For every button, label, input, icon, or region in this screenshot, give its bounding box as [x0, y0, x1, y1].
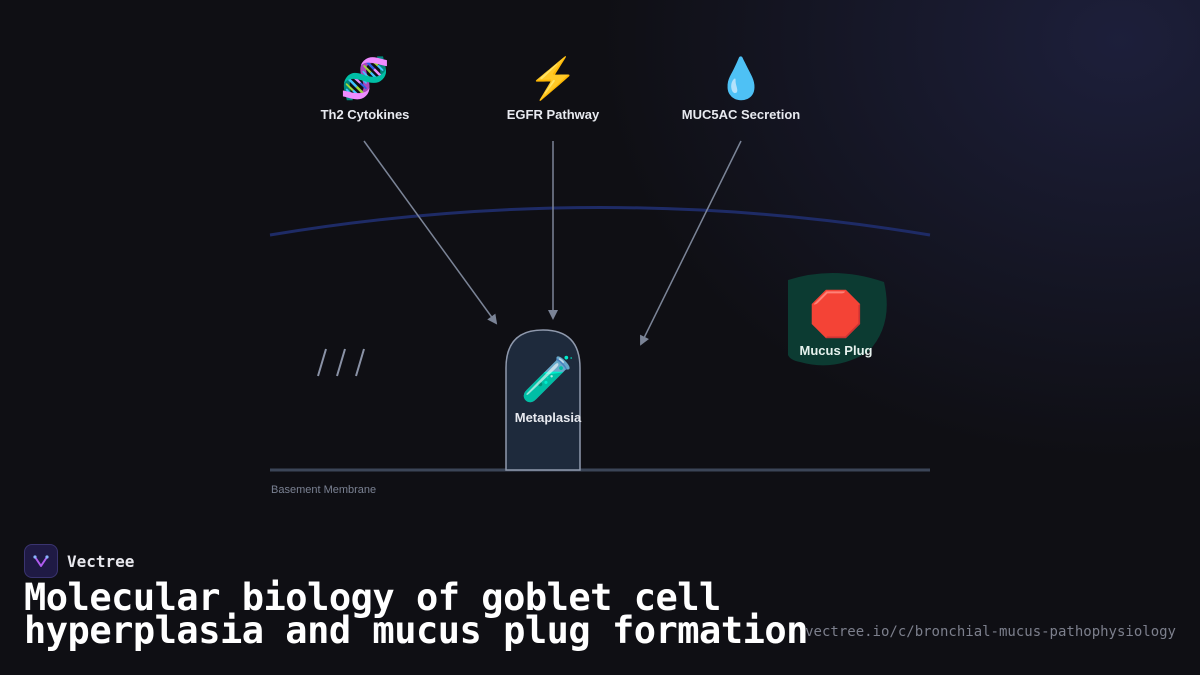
node-egfr-pathway: ⚡ EGFR Pathway — [488, 55, 618, 122]
mucus-plug-blob — [788, 272, 887, 366]
edge-muc5ac-to-metaplasia — [640, 140, 742, 346]
page-title: Molecular biology of goblet cell hyperpl… — [24, 576, 808, 652]
stop-sign-icon: 🛑 — [808, 290, 864, 339]
node-label: MUC5AC Secretion — [681, 107, 801, 122]
droplet-icon: 💧 — [716, 57, 766, 101]
node-metaplasia: 🧪 Metaplasia — [498, 354, 598, 425]
vectree-logo-icon — [24, 544, 58, 578]
node-th2-cytokines: 🧬 Th2 Cytokines — [300, 55, 430, 122]
test-tube-icon: 🧪 — [520, 355, 576, 404]
node-muc5ac-secretion: 💧 MUC5AC Secretion — [666, 55, 816, 122]
goblet-cell-shape — [505, 329, 581, 471]
dna-icon: 🧬 — [340, 57, 390, 101]
brand-name: Vectree — [67, 551, 135, 571]
source-url: vectree.io/c/bronchial-mucus-pathophysio… — [805, 624, 1176, 640]
node-label: Mucus Plug — [799, 343, 873, 358]
edge-th2-to-metaplasia — [363, 140, 498, 325]
lightning-icon: ⚡ — [528, 57, 578, 101]
airway-lumen-curve — [269, 206, 931, 237]
cilia-marks — [317, 348, 365, 377]
node-label: Th2 Cytokines — [320, 107, 410, 122]
node-label: Metaplasia — [514, 410, 582, 425]
basement-membrane-label: Basement Membrane — [271, 484, 377, 496]
node-label: EGFR Pathway — [506, 107, 600, 122]
node-mucus-plug: 🛑 Mucus Plug — [786, 289, 886, 358]
brand: Vectree — [24, 544, 134, 578]
